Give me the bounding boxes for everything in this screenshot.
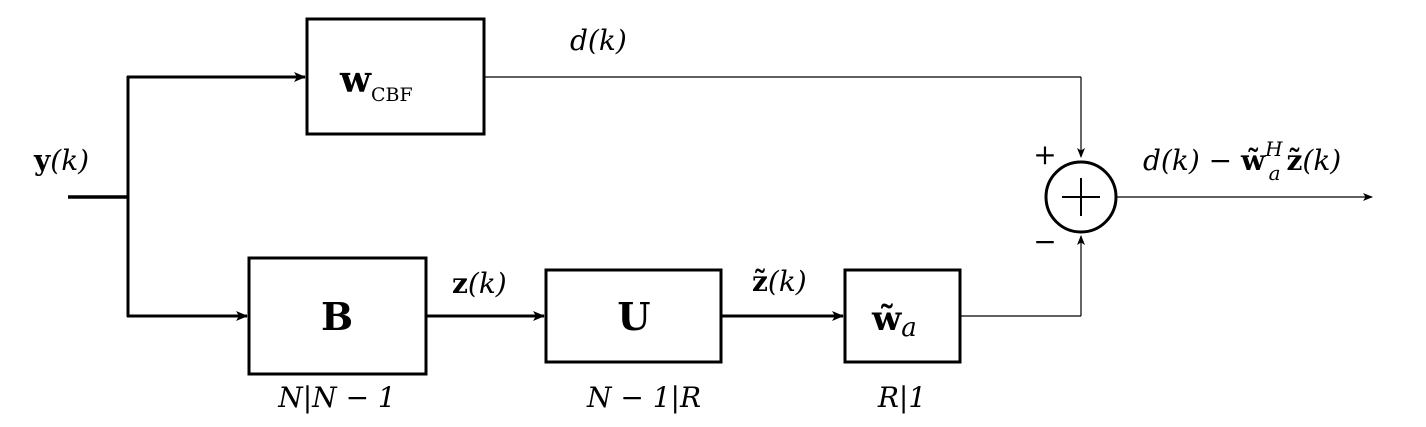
b-block	[247, 256, 428, 376]
b-dim-label: N|N − 1	[277, 381, 396, 414]
u-dim-label: N − 1|R	[586, 381, 701, 414]
z-signal-label: z(k)	[452, 267, 507, 300]
wa-label: w̃a	[871, 299, 917, 343]
desired-signal-label: d(k)	[570, 24, 627, 57]
minus-sign-label: −	[1033, 225, 1056, 258]
summing-junction	[1044, 160, 1118, 234]
cbf-block	[305, 17, 486, 136]
u-block	[544, 268, 723, 364]
b-label: B	[321, 294, 353, 339]
u-label: U	[617, 294, 650, 339]
ztilde-signal-label: z̃(k)	[752, 265, 807, 298]
input-signal-label: y(k)	[33, 144, 89, 177]
input-branch	[68, 72, 306, 321]
cbf-label: wCBF	[339, 59, 413, 106]
plus-sign-label: +	[1033, 138, 1056, 171]
wa-dim-label: R|1	[877, 381, 926, 414]
